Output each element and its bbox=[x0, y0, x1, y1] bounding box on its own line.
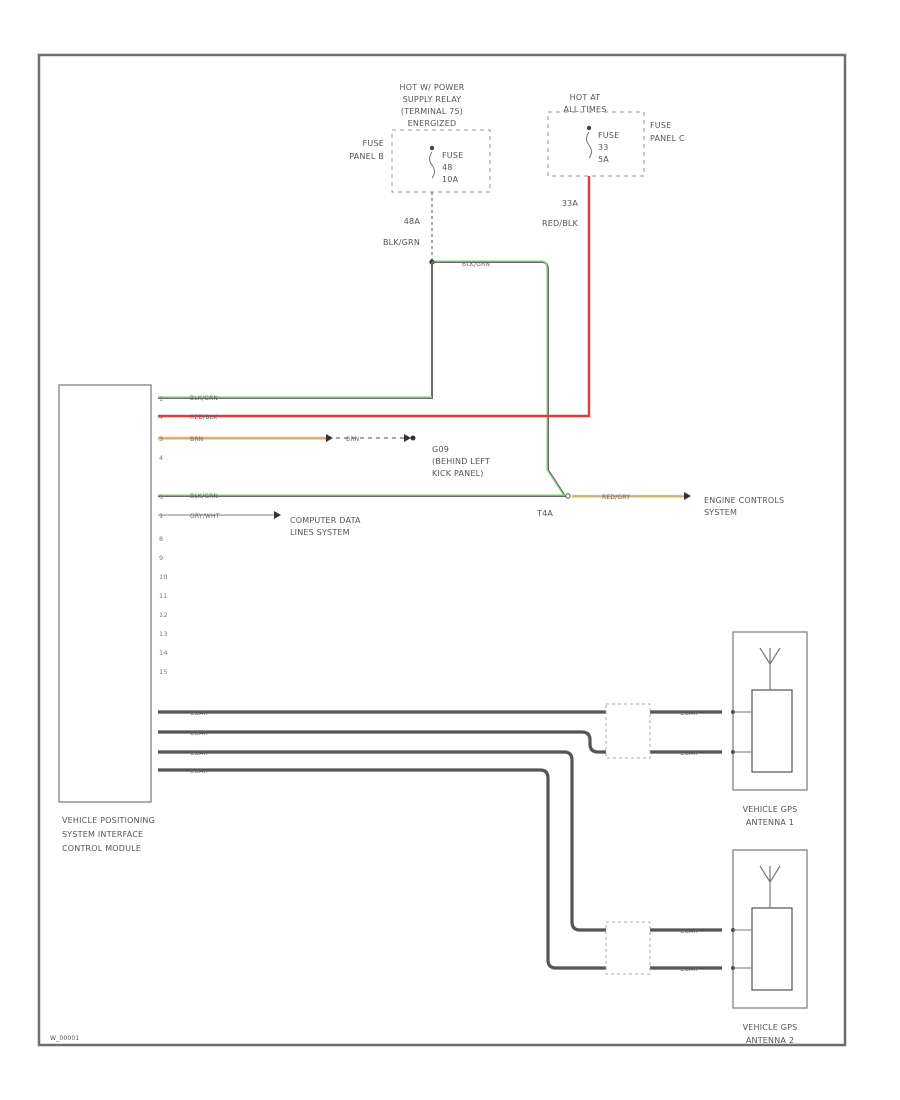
svg-text:BRN: BRN bbox=[346, 436, 359, 443]
svg-text:9: 9 bbox=[159, 554, 163, 562]
antenna-1-icon bbox=[759, 647, 781, 690]
svg-text:8: 8 bbox=[159, 535, 163, 543]
svg-text:T4A: T4A bbox=[536, 509, 553, 518]
coax-antenna1-b bbox=[158, 730, 606, 754]
svg-text:FUSE: FUSE bbox=[650, 121, 671, 130]
svg-text:10: 10 bbox=[159, 573, 168, 581]
wire-blk-grn-splice-label: BLK/GRN bbox=[462, 261, 490, 268]
fuse-panel-b bbox=[391, 129, 491, 193]
wire-red-blk-pin4 bbox=[158, 176, 591, 418]
svg-text:VEHICLE POSITIONING: VEHICLE POSITIONING bbox=[62, 816, 155, 825]
module-pin-labels: 1 4 3 4 6 1 8 9 10 11 12 13 14 15 bbox=[159, 395, 168, 676]
gps-antenna-1 bbox=[731, 631, 808, 791]
svg-text:GRY/WHT: GRY/WHT bbox=[190, 513, 220, 520]
svg-text:COAX: COAX bbox=[680, 966, 698, 973]
fuse-33: FUSE 33 5A bbox=[586, 125, 619, 164]
svg-text:SYSTEM INTERFACE: SYSTEM INTERFACE bbox=[62, 830, 143, 839]
antenna-2-icon bbox=[759, 865, 781, 908]
ground-g09-label: G09 (BEHIND LEFT KICK PANEL) bbox=[432, 445, 490, 478]
svg-text:ANTENNA 1: ANTENNA 1 bbox=[746, 818, 794, 827]
svg-text:FUSE: FUSE bbox=[598, 131, 619, 140]
svg-text:COMPUTER DATA: COMPUTER DATA bbox=[290, 516, 361, 525]
svg-text:COAX: COAX bbox=[190, 730, 208, 737]
svg-text:BRN: BRN bbox=[190, 436, 203, 443]
svg-text:PANEL B: PANEL B bbox=[349, 152, 384, 161]
wire-red-blk-top-label: RED/BLK bbox=[542, 219, 579, 228]
coax-connectors bbox=[605, 703, 651, 975]
control-module-label: VEHICLE POSITIONING SYSTEM INTERFACE CON… bbox=[62, 816, 155, 853]
connector-48a-label: 48A bbox=[404, 217, 421, 226]
svg-text:4: 4 bbox=[159, 454, 163, 462]
svg-text:12: 12 bbox=[159, 611, 168, 619]
svg-text:BLK/GRN: BLK/GRN bbox=[190, 493, 218, 500]
svg-text:48: 48 bbox=[442, 163, 453, 172]
svg-text:11: 11 bbox=[159, 592, 168, 600]
svg-text:BLK/GRN: BLK/GRN bbox=[190, 395, 218, 402]
svg-text:PANEL C: PANEL C bbox=[650, 134, 685, 143]
svg-text:COAX: COAX bbox=[190, 750, 208, 757]
wire-blk-grn-top-label: BLK/GRN bbox=[383, 238, 420, 247]
svg-text:(BEHIND LEFT: (BEHIND LEFT bbox=[432, 457, 490, 466]
svg-text:5A: 5A bbox=[598, 155, 609, 164]
svg-text:COAX: COAX bbox=[190, 710, 208, 717]
svg-text:ANTENNA 2: ANTENNA 2 bbox=[746, 1036, 794, 1045]
computer-data-lines-label: COMPUTER DATA LINES SYSTEM bbox=[290, 516, 361, 537]
svg-text:FUSE: FUSE bbox=[442, 151, 463, 160]
ground-g09-connector bbox=[326, 434, 416, 442]
fuse-panel-c-label: FUSE PANEL C bbox=[650, 121, 685, 143]
connector-33a-label: 33A bbox=[562, 199, 579, 208]
svg-text:ALL TIMES: ALL TIMES bbox=[563, 105, 606, 114]
gps-antenna-2 bbox=[731, 849, 808, 1009]
svg-text:HOT AT: HOT AT bbox=[570, 93, 601, 102]
hot-power-relay-label: HOT W/ POWER SUPPLY RELAY (TERMINAL 75) … bbox=[400, 83, 465, 128]
gps-antenna-2-label: VEHICLE GPS ANTENNA 2 bbox=[743, 1023, 798, 1045]
svg-text:4: 4 bbox=[159, 413, 163, 421]
svg-text:COAX: COAX bbox=[680, 750, 698, 757]
splice-t4a: T4A bbox=[536, 493, 571, 518]
control-module bbox=[58, 384, 152, 803]
coax-antenna2-a bbox=[158, 750, 606, 932]
svg-text:VEHICLE GPS: VEHICLE GPS bbox=[743, 1023, 798, 1032]
coax-cables bbox=[158, 710, 722, 970]
svg-text:1: 1 bbox=[159, 512, 163, 520]
svg-text:13: 13 bbox=[159, 630, 168, 638]
svg-text:COAX: COAX bbox=[190, 768, 208, 775]
svg-text:SUPPLY RELAY: SUPPLY RELAY bbox=[403, 95, 462, 104]
hot-all-times-label: HOT AT ALL TIMES bbox=[563, 93, 606, 114]
svg-text:RED/GRY: RED/GRY bbox=[602, 494, 630, 501]
diagram-id: W_00001 bbox=[50, 1035, 79, 1042]
svg-text:SYSTEM: SYSTEM bbox=[704, 508, 737, 517]
svg-text:COAX: COAX bbox=[680, 710, 698, 717]
svg-text:COAX: COAX bbox=[680, 928, 698, 935]
svg-text:LINES SYSTEM: LINES SYSTEM bbox=[290, 528, 350, 537]
svg-text:ENGINE CONTROLS: ENGINE CONTROLS bbox=[704, 496, 784, 505]
svg-text:VEHICLE GPS: VEHICLE GPS bbox=[743, 805, 798, 814]
svg-text:CONTROL MODULE: CONTROL MODULE bbox=[62, 844, 141, 853]
fuse-panel-c bbox=[547, 111, 645, 177]
svg-text:14: 14 bbox=[159, 649, 168, 657]
svg-text:ENERGIZED: ENERGIZED bbox=[408, 119, 457, 128]
gps-antenna-1-label: VEHICLE GPS ANTENNA 1 bbox=[743, 805, 798, 827]
svg-text:(TERMINAL 75): (TERMINAL 75) bbox=[401, 107, 463, 116]
svg-text:HOT W/ POWER: HOT W/ POWER bbox=[400, 83, 465, 92]
fuse-48: FUSE 48 10A bbox=[429, 145, 463, 184]
svg-text:33: 33 bbox=[598, 143, 609, 152]
coax-antenna2-b bbox=[158, 768, 606, 970]
fuse-panel-b-label: FUSE PANEL B bbox=[349, 139, 384, 161]
svg-text:15: 15 bbox=[159, 668, 168, 676]
svg-text:FUSE: FUSE bbox=[363, 139, 384, 148]
engine-controls-label: ENGINE CONTROLS SYSTEM bbox=[704, 496, 784, 517]
wire-blk-grn-pin1 bbox=[158, 262, 433, 399]
svg-text:3: 3 bbox=[159, 435, 163, 443]
diagram-frame bbox=[37, 53, 847, 1047]
svg-text:6: 6 bbox=[159, 493, 163, 501]
svg-text:RED/BLK: RED/BLK bbox=[190, 414, 218, 421]
svg-text:KICK PANEL): KICK PANEL) bbox=[432, 469, 484, 478]
svg-text:1: 1 bbox=[159, 395, 163, 403]
svg-text:10A: 10A bbox=[442, 175, 459, 184]
svg-text:G09: G09 bbox=[432, 445, 449, 454]
